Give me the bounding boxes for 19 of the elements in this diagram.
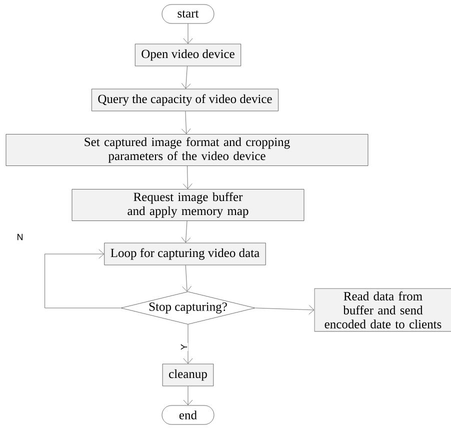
arrow	[183, 324, 193, 364]
arrow	[182, 264, 192, 292]
arrow	[181, 66, 191, 89]
arrow	[255, 305, 314, 314]
arrow	[181, 220, 191, 243]
process-box: Open video device	[134, 44, 242, 66]
process-box: Set captured image format and cropping parameters of the video device	[6, 134, 368, 166]
process-box: cleanup	[162, 364, 214, 386]
arrow	[183, 386, 193, 406]
edge-label: Y	[180, 342, 188, 351]
process-box: Request image buffer and apply memory map	[72, 189, 304, 221]
arrow	[183, 24, 193, 44]
arrow	[181, 111, 191, 134]
arrow	[44, 249, 121, 308]
process-box: Loop for capturing video data	[104, 242, 266, 266]
process-box: Read data from buffer and send encoded date to clients	[314, 288, 451, 332]
arrow	[182, 166, 192, 189]
edge-label: N	[16, 232, 24, 242]
process-box: Query the capacity of video device	[92, 88, 278, 112]
